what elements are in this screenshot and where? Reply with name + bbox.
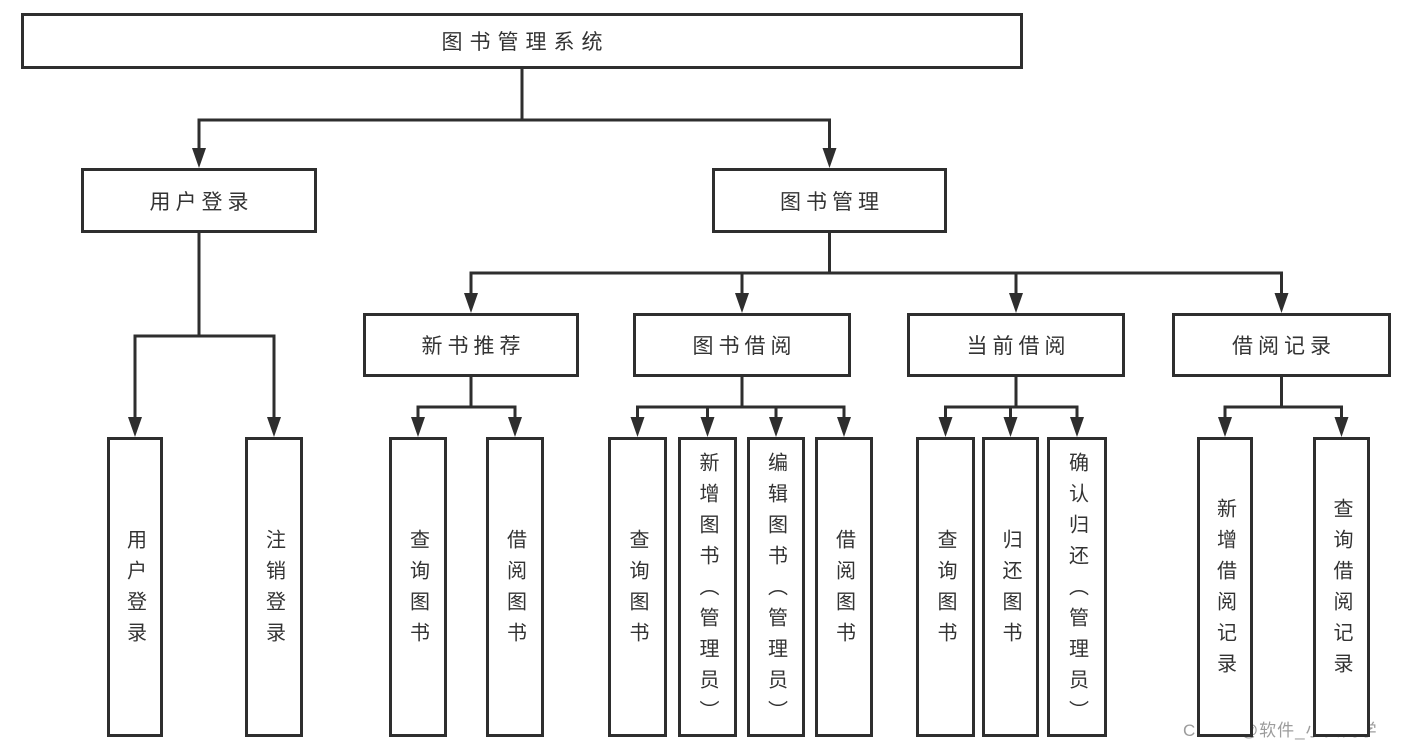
node-cb-query-book: 查询图书 (916, 437, 975, 737)
node-bb-borrow-book: 借阅图书 (815, 437, 873, 737)
node-book-borrow: 图书借阅 (633, 313, 851, 377)
node-ul-user-login: 用户登录 (107, 437, 163, 737)
node-br-query-record: 查询借阅记录 (1313, 437, 1370, 737)
node-borrow-record: 借阅记录 (1172, 313, 1391, 377)
node-br-add-record: 新增借阅记录 (1197, 437, 1253, 737)
node-bb-query-book: 查询图书 (608, 437, 667, 737)
node-root: 图书管理系统 (21, 13, 1023, 69)
node-nb-borrow-book: 借阅图书 (486, 437, 544, 737)
node-user-login: 用户登录 (81, 168, 317, 233)
node-bb-edit-book: 编辑图书（管理员） (747, 437, 805, 737)
node-bb-add-book: 新增图书（管理员） (678, 437, 737, 737)
node-new-book-rec: 新书推荐 (363, 313, 579, 377)
node-cb-confirm-return: 确认归还（管理员） (1047, 437, 1107, 737)
node-current-borrow: 当前借阅 (907, 313, 1125, 377)
node-ul-logout: 注销登录 (245, 437, 303, 737)
node-cb-return-book: 归还图书 (982, 437, 1039, 737)
node-nb-query-book: 查询图书 (389, 437, 447, 737)
node-book-mgmt: 图书管理 (712, 168, 947, 233)
